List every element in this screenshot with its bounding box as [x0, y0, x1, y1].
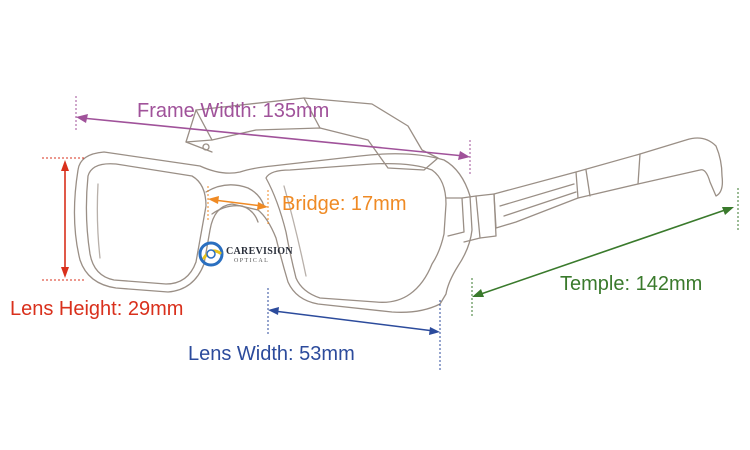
left-lens	[85, 163, 207, 285]
bridge-dimension	[207, 186, 269, 224]
temple-label: Temple: 142mm	[560, 273, 703, 295]
bridge-label: Bridge: 17mm	[282, 193, 407, 215]
carevision-logo: CAREVISION OPTICAL	[196, 239, 306, 269]
frame-width-label: Frame Width: 135mm	[137, 100, 330, 122]
lens-height-label: Lens Height: 29mm	[10, 298, 184, 320]
logo-brand: CAREVISION	[226, 246, 293, 257]
lens-width-dimension	[267, 288, 441, 372]
hinge	[445, 197, 465, 237]
front-temple-arm	[493, 137, 724, 229]
lens-width-label: Lens Width: 53mm	[188, 343, 355, 365]
right-lens	[265, 162, 447, 303]
logo-emblem	[198, 241, 224, 267]
logo-subtitle: OPTICAL	[234, 258, 270, 264]
lens-height-dimension	[42, 157, 84, 281]
frame-width-dimension	[75, 96, 471, 176]
temple-dimension	[471, 188, 739, 318]
front-frame-outer	[73, 151, 473, 313]
